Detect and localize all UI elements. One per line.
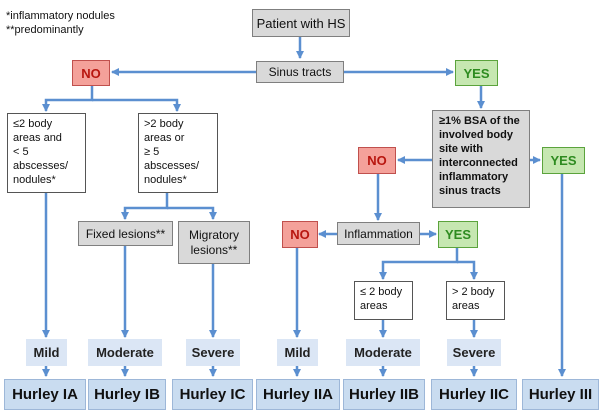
hurley-iib-node: Hurley IIB [343,379,425,410]
severity-mild-i: Mild [26,339,67,366]
arrow-criteria-b-to-fixed [121,193,169,220]
hurley-iii-node: Hurley III [522,379,599,410]
yes-inflammation-node: YES [438,221,478,248]
no-inflammation-node: NO [282,221,318,248]
fixed-lesions-node: Fixed lesions** [78,221,173,246]
no-bsa-node: NO [358,147,396,174]
severity-severe-i: Severe [186,339,240,366]
body-areas-le2-node: ≤ 2 body areas [354,281,413,320]
body-areas-gt2-node: > 2 body areas [446,281,505,320]
arrow-criteria-b-to-migratory [167,206,217,220]
hurley-ib-node: Hurley IB [88,379,166,410]
footnotes: *inflammatory nodules **predominantly [6,9,115,37]
sinus-tracts-node: Sinus tracts [256,61,344,83]
arrow-yes-to-gt2 [457,260,478,280]
inflammation-node: Inflammation [337,222,420,245]
hurley-iic-node: Hurley IIC [431,379,517,410]
migratory-lesions-node: Migratory lesions** [178,221,250,264]
hurley-ia-node: Hurley IA [4,379,86,410]
criteria-gt2-areas-node: >2 body areas or ≥ 5 abscesses/ nodules* [138,113,218,193]
hurley-ic-node: Hurley IC [172,379,253,410]
severity-severe-ii: Severe [447,339,501,366]
bsa-question-node: ≥1% BSA of the involved body site with i… [432,110,530,208]
patient-with-hs-node: Patient with HS [252,9,350,37]
yes-sinus-tracts-node: YES [455,60,498,86]
arrow-yes-to-le2 [379,248,459,280]
footnote-inflammatory-nodules: *inflammatory nodules [6,10,115,22]
no-sinus-tracts-node: NO [72,60,110,86]
hurley-iia-node: Hurley IIA [256,379,340,410]
arrow-no-to-criteria-a [42,86,94,112]
severity-moderate-i: Moderate [88,339,162,366]
arrow-no-to-criteria-b [92,98,181,112]
footnote-predominantly: **predominantly [6,24,84,36]
severity-moderate-ii: Moderate [346,339,420,366]
severity-mild-ii: Mild [277,339,318,366]
criteria-le2-areas-node: ≤2 body areas and < 5 abscesses/ nodules… [7,113,86,193]
yes-bsa-node: YES [542,147,585,174]
